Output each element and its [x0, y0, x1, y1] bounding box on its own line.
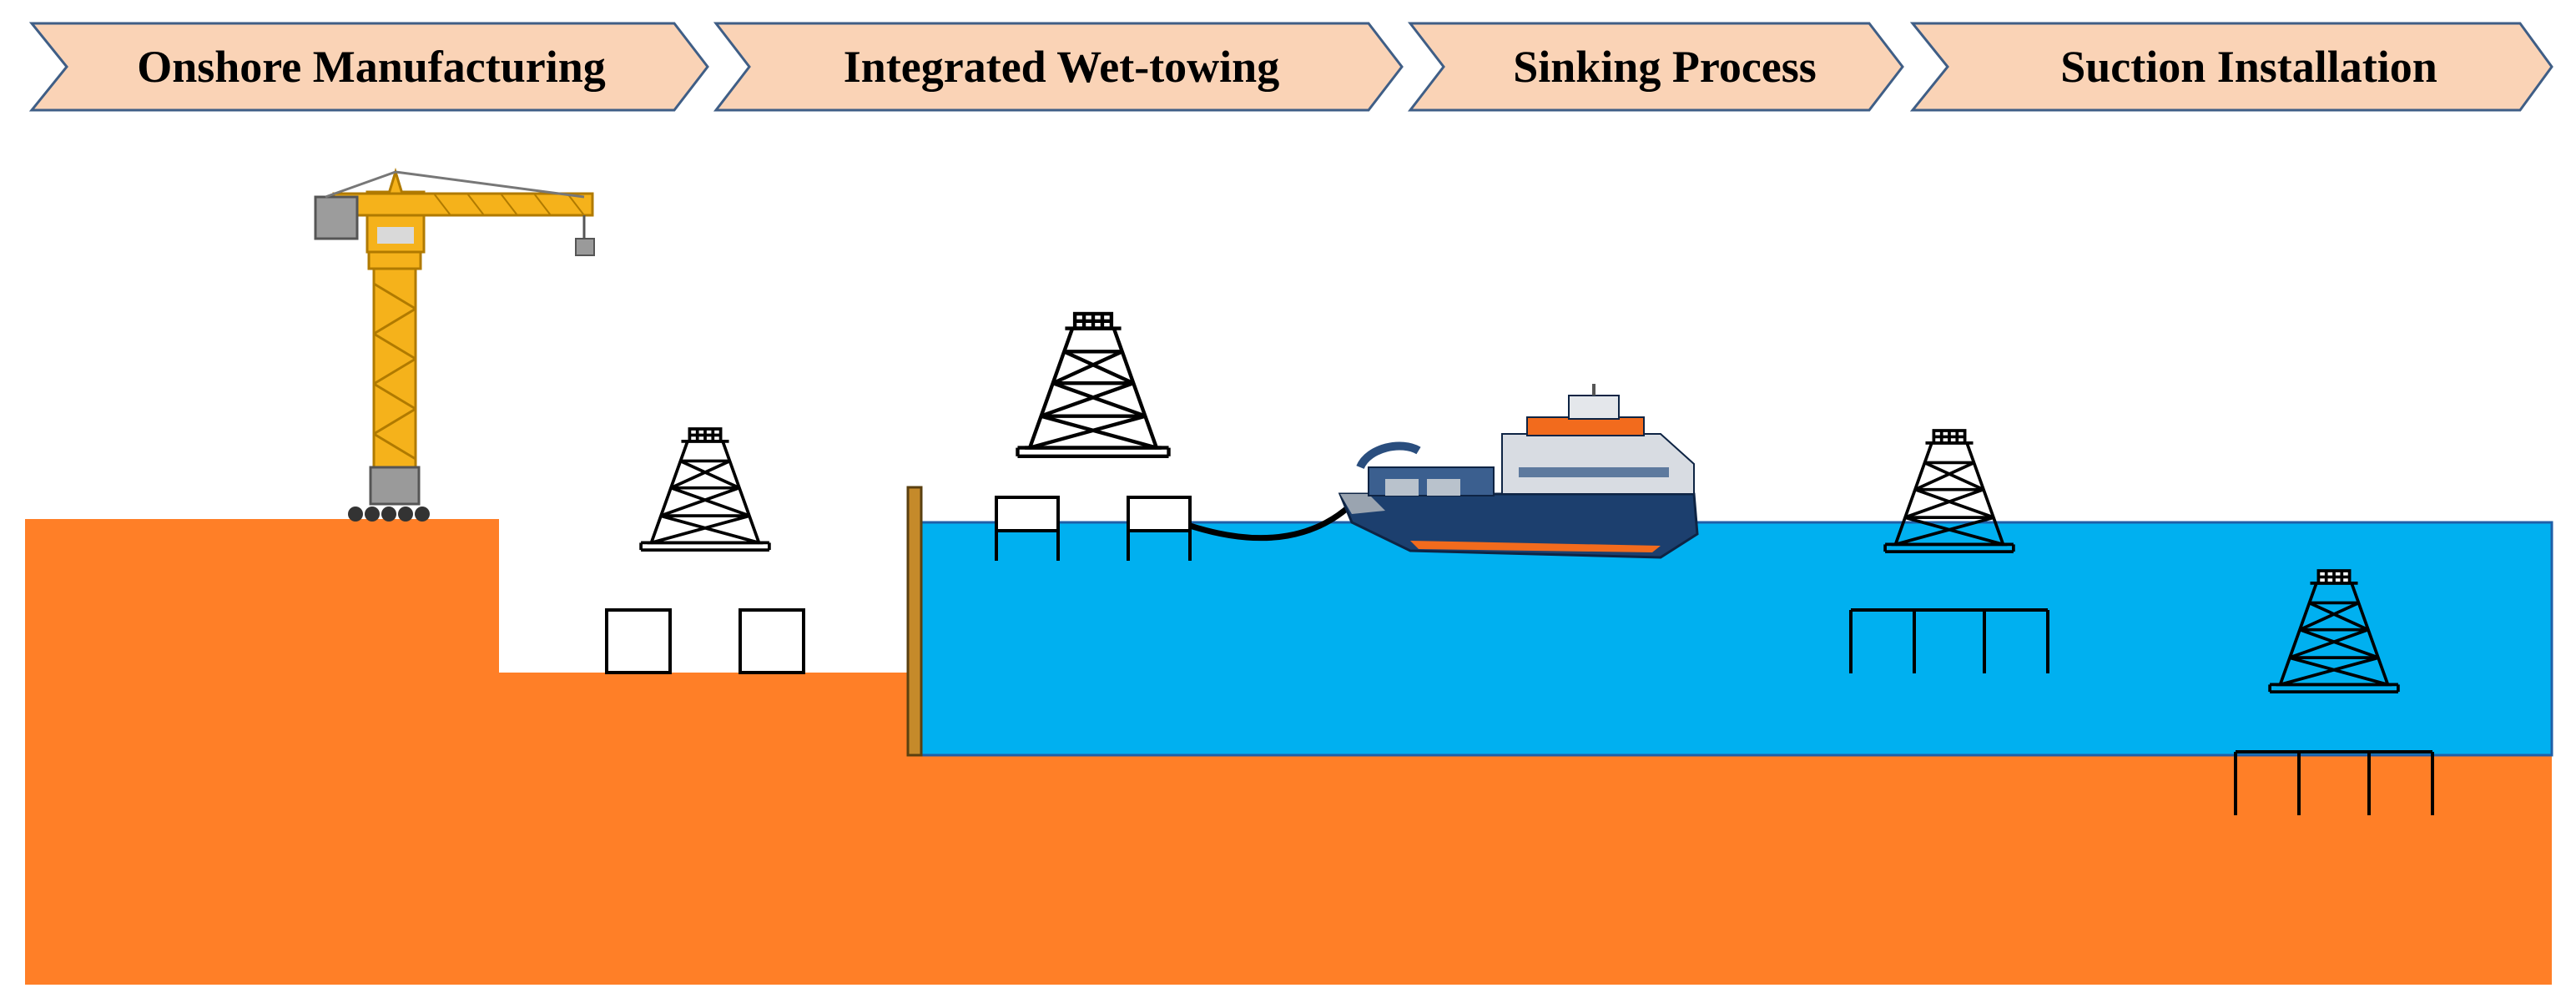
- suction-bucket-pair: [995, 496, 1192, 561]
- stage-label: Sinking Process: [1513, 42, 1817, 92]
- stage-label: Integrated Wet-towing: [844, 42, 1279, 92]
- stage-arrow-suction-installation: Suction Installation: [1909, 22, 2553, 112]
- stage-label: Suction Installation: [2060, 42, 2437, 92]
- tower-crane-icon: [314, 167, 595, 522]
- stage-arrow-onshore-manufacturing: Onshore Manufacturing: [28, 22, 709, 112]
- jacket-foundation-icon: [639, 427, 771, 552]
- suction-bucket-pair: [2234, 750, 2434, 815]
- dock-wall: [906, 486, 923, 757]
- towing-vessel-icon: [1338, 384, 1699, 559]
- stage-bar: Onshore Manufacturing Integrated Wet-tow…: [28, 22, 2553, 112]
- stage-arrow-sinking-process: Sinking Process: [1407, 22, 1904, 112]
- sea-water: [920, 521, 2553, 757]
- stage-arrow-integrated-wet-towing: Integrated Wet-towing: [713, 22, 1404, 112]
- jacket-foundation-icon: [1017, 314, 1168, 456]
- tow-cable: [1188, 503, 1353, 542]
- suction-bucket-pair: [1849, 608, 2049, 673]
- stage-label: Onshore Manufacturing: [137, 42, 606, 92]
- onshore-ground: [25, 519, 2552, 985]
- suction-bucket-pair: [605, 608, 805, 674]
